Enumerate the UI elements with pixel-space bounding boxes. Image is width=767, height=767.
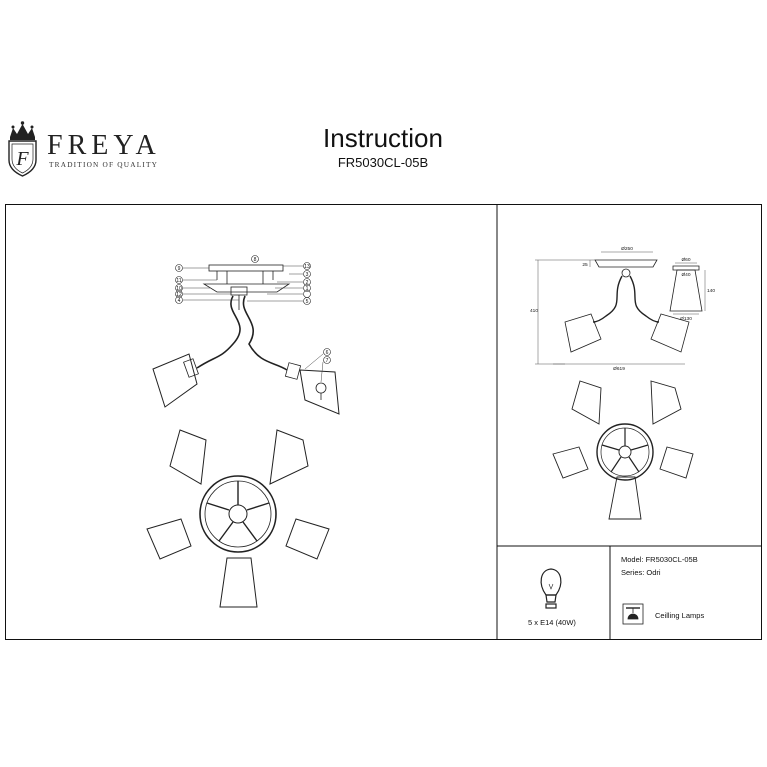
callout-3: 3 [306,272,309,278]
callout-5: 5 [306,299,309,305]
bottom-view-large [146,429,330,608]
assembly-diagram [152,255,340,415]
bulb-spec: 5 x E14 (40W) [528,618,576,627]
sheet-border [5,204,762,640]
page-title: Instruction [323,123,443,153]
model-code: FR5030CL-05B [337,155,429,170]
callout-7: 7 [326,358,329,364]
emblem-letter: F [15,148,29,170]
bulb-icon [540,568,562,609]
bottom-view-small [552,380,694,520]
dim-bottom: Ø619 [613,366,625,372]
dim-top: Ø250 [621,246,633,252]
callout-11: 11 [176,278,181,284]
model-line: Model: FR5030CL-05B [621,555,698,564]
series-line: Series: Odri [621,568,661,577]
dim-shade-top: Ø60 [681,257,690,263]
callout-10: 10 [176,286,182,292]
dim-height: 410 [530,308,538,314]
dim-shade-neck: Ø40 [681,272,690,278]
callout-1: 1 [306,286,309,292]
callout-2: 2 [306,280,309,286]
ceiling-lamp-icon [622,603,644,625]
freya-logo: F [8,121,37,177]
dimension-diagram [535,251,706,365]
callout-4: 4 [178,298,181,304]
callout-13: 13 [304,264,310,270]
dim-shade-height: 140 [707,288,715,294]
callout-8: 8 [254,257,257,263]
callout-6: 6 [326,350,329,356]
instruction-sheet: 9 11 10 12 4 8 13 3 2 1 5 6 7 [5,204,762,640]
callout-12: 12 [176,292,182,298]
brand-tagline: TRADITION OF QUALITY [49,160,159,169]
brand-name: FREYA [47,130,161,161]
dim-shade-bottom: Ø130 [680,316,692,322]
callout-9: 9 [178,266,181,272]
category-label: Ceilling Lamps [655,611,705,620]
dim-canopy: 25 [582,262,588,268]
